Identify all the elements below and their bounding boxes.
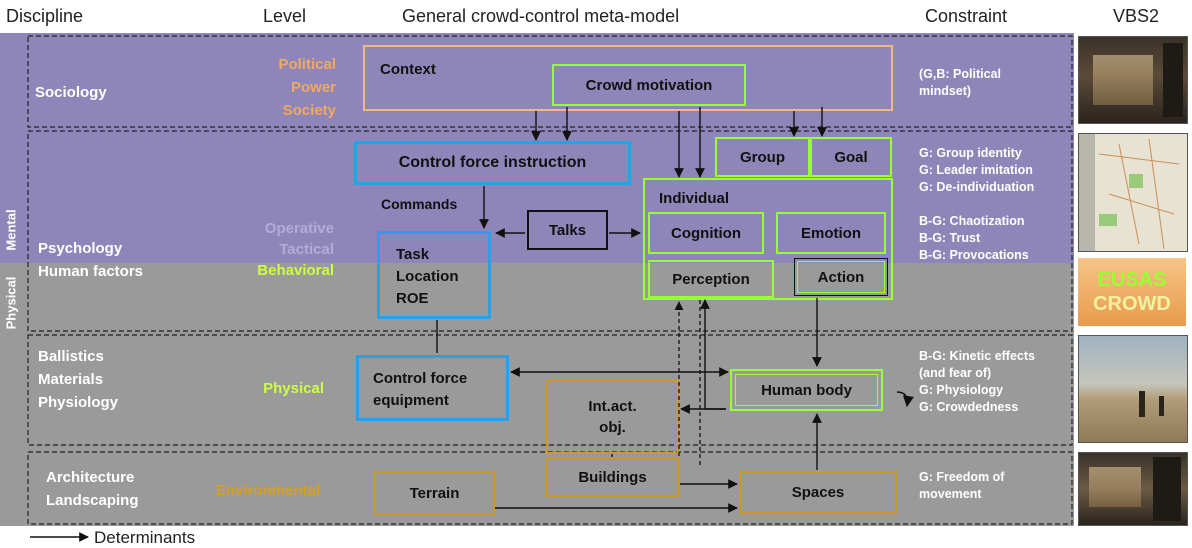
talks-box: Talks — [527, 210, 608, 250]
header-level: Level — [263, 6, 307, 26]
row-frame-physical — [27, 334, 1073, 446]
constraint-sociology: (G,B: Political mindset) — [919, 67, 1001, 98]
eusas-crowd-logo: EUSAS CROWD — [1078, 258, 1186, 326]
discipline-landscaping: Landscaping — [46, 492, 139, 509]
header-model: General crowd-control meta-model — [402, 6, 680, 26]
human-body-box: Human body — [730, 369, 883, 411]
discipline-ballistics: Ballistics — [38, 348, 104, 365]
constraint-physical: B-G: Kinetic effects (and fear of) G: Ph… — [919, 349, 1035, 414]
level-environmental: Environmental — [215, 482, 320, 499]
constraint-environment: G: Freedom of movement — [919, 470, 1005, 501]
int-act-obj-box: Int.act. obj. — [546, 380, 679, 454]
vbs2-thumb-1 — [1078, 36, 1188, 124]
commands-label: Commands — [381, 196, 458, 212]
level-behavioral: Behavioral — [257, 262, 334, 279]
constraint-psychology: G: Group identity G: Leader imitation G:… — [919, 146, 1035, 262]
header-discipline: Discipline — [6, 6, 84, 26]
vbs2-thumb-map — [1078, 133, 1188, 252]
header-constraint: Constraint — [925, 6, 1008, 26]
discipline-materials: Materials — [38, 371, 104, 388]
spaces-box: Spaces — [739, 471, 897, 514]
control-force-equipment-box: Control force equipment — [356, 355, 509, 421]
discipline-sociology: Sociology — [35, 84, 107, 101]
task-box: Task Location ROE — [377, 231, 491, 319]
level-political: Political — [278, 56, 336, 73]
buildings-box: Buildings — [546, 457, 679, 497]
discipline-physiology: Physiology — [38, 394, 119, 411]
task-label: Task — [396, 246, 430, 263]
row-frame-sociology — [27, 35, 1073, 128]
vbs2-thumb-4 — [1078, 452, 1188, 526]
level-physical: Physical — [263, 380, 324, 397]
terrain-box: Terrain — [374, 471, 495, 515]
discipline-human-factors: Human factors — [38, 263, 144, 280]
level-tactical: Tactical — [279, 241, 334, 258]
curved-arrow-icon — [896, 391, 914, 408]
crowd-motivation-box: Crowd motivation — [552, 64, 746, 106]
legend-determinants: Determinants — [94, 528, 196, 547]
location-label: Location — [396, 268, 459, 285]
arrow-body-to-perception — [700, 299, 726, 410]
perception-box: Perception — [648, 260, 774, 298]
emotion-box: Emotion — [776, 212, 886, 254]
context-box: Context — [363, 45, 893, 111]
roe-label: ROE — [396, 290, 429, 307]
mental-band — [0, 33, 1074, 263]
level-power: Power — [290, 79, 336, 96]
action-box: Action — [794, 258, 888, 296]
vbs2-thumb-3 — [1078, 335, 1188, 443]
discipline-architecture: Architecture — [46, 469, 135, 486]
header-vbs2: VBS2 — [1113, 6, 1160, 26]
discipline-psychology: Psychology — [38, 240, 123, 257]
control-force-instruction-box: Control force instruction — [354, 141, 631, 185]
row-frame-psychology — [27, 130, 1073, 332]
goal-box: Goal — [810, 137, 892, 177]
cognition-box: Cognition — [648, 212, 764, 254]
level-society: Society — [282, 102, 336, 119]
level-operative: Operative — [264, 220, 334, 237]
group-box: Group — [715, 137, 810, 177]
individual-box: Individual — [643, 178, 893, 300]
